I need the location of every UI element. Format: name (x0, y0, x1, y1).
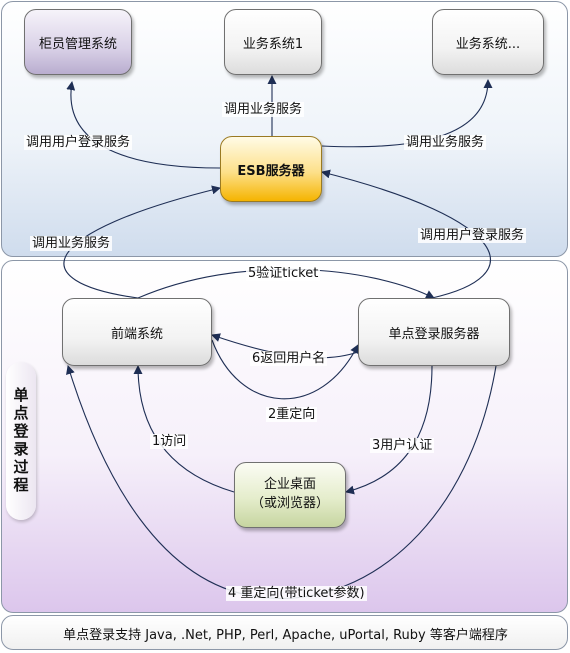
edge-label-call-login-sso: 调用用户登录服务 (418, 228, 527, 243)
section-label-text: 单点登录过程 (11, 387, 30, 495)
edge-frontend-to-esb (63, 185, 221, 299)
node-label-line1: 企业桌面 (263, 477, 316, 493)
node-label: 前端系统 (110, 326, 163, 342)
node-label: 业务系统1 (242, 36, 304, 52)
node-enterprise-desktop: 企业桌面 （或浏览器） (234, 462, 346, 528)
edge-label-call-biz-right: 调用业务服务 (404, 135, 487, 150)
footer-panel: 单点登录支持 Java, .Net, PHP, Perl, Apache, uP… (1, 615, 568, 650)
edge-label-step4: 4 重定向(带ticket参数) (226, 586, 367, 601)
node-label: 单点登录服务器 (388, 326, 480, 342)
node-esb-server: ESB服务器 (220, 136, 322, 202)
edge-label-step5: 5验证ticket (246, 266, 321, 281)
footer-note: 单点登录支持 Java, .Net, PHP, Perl, Apache, uP… (63, 628, 508, 643)
edge-sso-to-esb (321, 169, 491, 299)
edge-label-step6: 6返回用户名 (250, 351, 328, 366)
edge-esb-to-guiyuan (66, 81, 221, 169)
edge-label-call-biz-frontend: 调用业务服务 (30, 236, 113, 251)
edge-label-step3: 3用户认证 (370, 438, 435, 453)
edge-step3 (345, 365, 433, 495)
section-label-sso-process: 单点登录过程 (6, 362, 36, 520)
node-sso-server: 单点登录服务器 (358, 298, 510, 366)
edge-label-call-login-left: 调用用户登录服务 (24, 135, 133, 150)
node-business-system-more: 业务系统... (432, 9, 544, 75)
node-label: 业务系统... (455, 36, 521, 52)
node-business-system-1: 业务系统1 (224, 9, 322, 75)
edge-label-step1: 1访问 (150, 434, 189, 449)
edge-label-call-biz-center: 调用业务服务 (222, 102, 305, 117)
edge-label-step2: 2重定向 (266, 407, 318, 422)
edge-step1 (133, 365, 235, 493)
node-frontend-system: 前端系统 (62, 298, 212, 366)
edge-step2 (211, 339, 359, 400)
node-label: 柜员管理系统 (38, 36, 117, 52)
node-label-line2: （或浏览器） (250, 496, 329, 511)
node-label: ESB服务器 (237, 163, 305, 179)
node-teller-management-system: 柜员管理系统 (24, 9, 132, 75)
